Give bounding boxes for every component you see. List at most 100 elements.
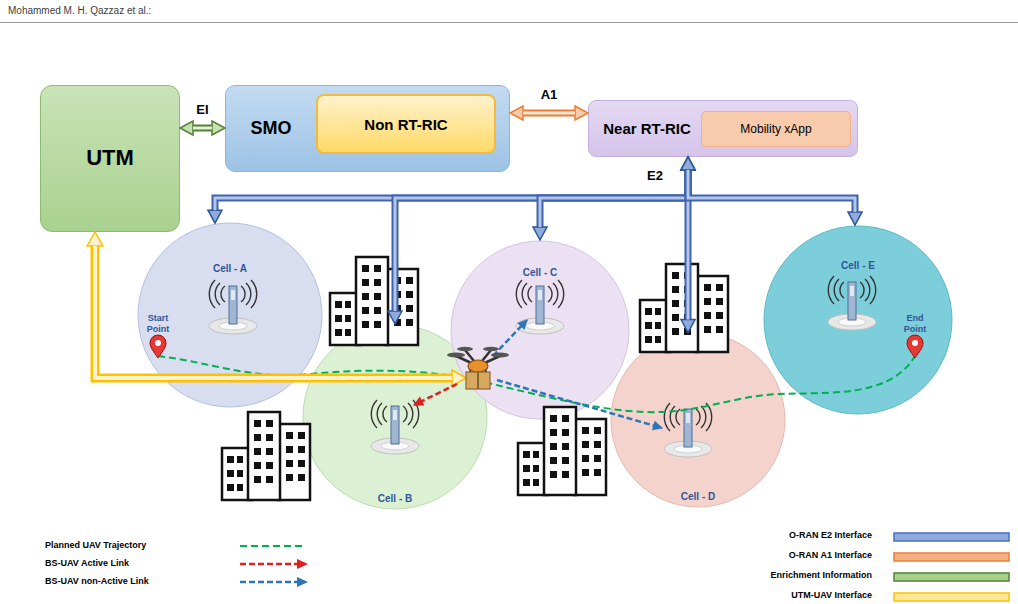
- active-link: [414, 384, 457, 405]
- cell-circle: Cell - E: [763, 225, 953, 415]
- cell-coverage: [764, 226, 952, 414]
- legend-text: O-RAN A1 Interface: [720, 550, 872, 560]
- cell-circle: Cell - D: [610, 332, 786, 508]
- legend-text: BS-UAV Active Link: [45, 558, 225, 568]
- xapp-box: Mobility xApp: [701, 111, 851, 147]
- legend-sample: [893, 572, 1013, 584]
- interface-label: E2: [638, 168, 672, 183]
- e2-link-inner: [215, 170, 688, 210]
- node-label: Cell - A: [137, 260, 323, 276]
- legend-text: BS-UAV non-Active Link: [45, 576, 225, 586]
- legend-swatch: [894, 573, 1009, 581]
- link-sample: [240, 581, 298, 584]
- near-rt-ric-box: Near RT-RICMobility xApp: [588, 100, 858, 157]
- connector-group: [215, 170, 688, 210]
- cell-outline: [763, 225, 953, 415]
- connector-group: [395, 170, 688, 311]
- smo-box: SMONon RT-RIC: [225, 85, 510, 172]
- cell-coverage: [611, 333, 785, 507]
- legend-swatch: [894, 553, 1009, 561]
- cell-coverage: [451, 241, 629, 419]
- legend-sample: [893, 552, 1013, 564]
- cell-outline: [137, 222, 323, 408]
- legend-text: Planned UAV Trajectory: [45, 540, 225, 550]
- connector-group: [193, 128, 212, 129]
- node-label: Mobility xApp: [702, 112, 850, 146]
- legend-sample: [240, 541, 360, 553]
- cell-circle: Cell - C: [450, 240, 630, 420]
- base-station-antenna: [664, 403, 712, 457]
- link-sample-head: [297, 559, 308, 569]
- node-label: Non RT-RIC: [318, 96, 494, 152]
- node-label: Cell - E: [763, 257, 953, 273]
- author-header: Mohammed M. H. Qazzaz et al.:: [8, 5, 328, 17]
- legend-text: UTM-UAV Interface: [720, 590, 872, 600]
- e2-link: [685, 170, 692, 320]
- interface-label: EI: [178, 102, 228, 117]
- a1-link-inner: [523, 112, 575, 115]
- legend-text: Enrichment Information: [720, 570, 872, 580]
- connector-group: [523, 113, 575, 114]
- end-pin: [907, 335, 923, 358]
- building-cluster: [518, 407, 606, 495]
- link-sample: [240, 563, 298, 566]
- node-label: Near RT-RIC: [593, 101, 701, 156]
- point-label: Start Point: [139, 313, 177, 335]
- building-cluster: [330, 257, 418, 345]
- e2-link-inner: [688, 170, 855, 212]
- connector-group: [540, 170, 688, 227]
- connector-group: [688, 170, 855, 212]
- e2-link-inner: [540, 170, 688, 227]
- node-label: Cell - D: [610, 488, 786, 504]
- enrichment-link: [193, 125, 212, 132]
- e2-link: [688, 170, 855, 212]
- trajectory-sample: [240, 545, 306, 547]
- interface-label: A1: [524, 87, 574, 102]
- cell-circle: Cell - A: [137, 222, 323, 408]
- e2-link: [395, 170, 688, 311]
- legend-sample: [893, 592, 1013, 604]
- utm-box: UTM: [40, 85, 180, 232]
- utm-uav-link: [95, 246, 452, 378]
- start-pin: [150, 335, 166, 358]
- e2-link-inner: [395, 170, 688, 311]
- base-station-antenna: [209, 280, 257, 334]
- non-rt-ric-box: Non RT-RIC: [316, 94, 496, 154]
- connector-layer: [193, 113, 855, 320]
- building-cluster: [222, 412, 310, 500]
- a1-link: [523, 110, 575, 117]
- non-active-link: [493, 320, 527, 356]
- base-station-antenna: [828, 276, 876, 330]
- cell-coverage: [138, 223, 322, 407]
- e2-link: [540, 170, 688, 227]
- enrichment-link-inner: [193, 127, 212, 130]
- header-rule: [0, 22, 1018, 23]
- connector-group: [688, 170, 689, 320]
- cell-outline: [610, 332, 786, 508]
- utm-uav-link-inner: [95, 246, 452, 378]
- non-active-link: [497, 380, 662, 428]
- point-label: End Point: [896, 313, 934, 335]
- legend-sample: [240, 559, 360, 571]
- node-label: Cell - C: [450, 264, 630, 280]
- node-label: SMO: [232, 86, 310, 171]
- legend-swatch: [894, 593, 1009, 601]
- e2-link: [215, 170, 688, 210]
- legend-text: O-RAN E2 Interface: [720, 530, 872, 540]
- legend-sample: [893, 532, 1013, 544]
- link-sample-head: [297, 577, 308, 587]
- base-station-antenna: [371, 400, 419, 454]
- base-station-antenna: [516, 280, 564, 334]
- planned-trajectory: [158, 356, 915, 412]
- node-label: Cell - B: [302, 490, 488, 506]
- uav-drone: [447, 347, 509, 389]
- legend-sample: [240, 577, 360, 589]
- node-label: UTM: [41, 86, 179, 230]
- e2-link-inner: [687, 170, 690, 320]
- legend-swatch: [894, 533, 1009, 541]
